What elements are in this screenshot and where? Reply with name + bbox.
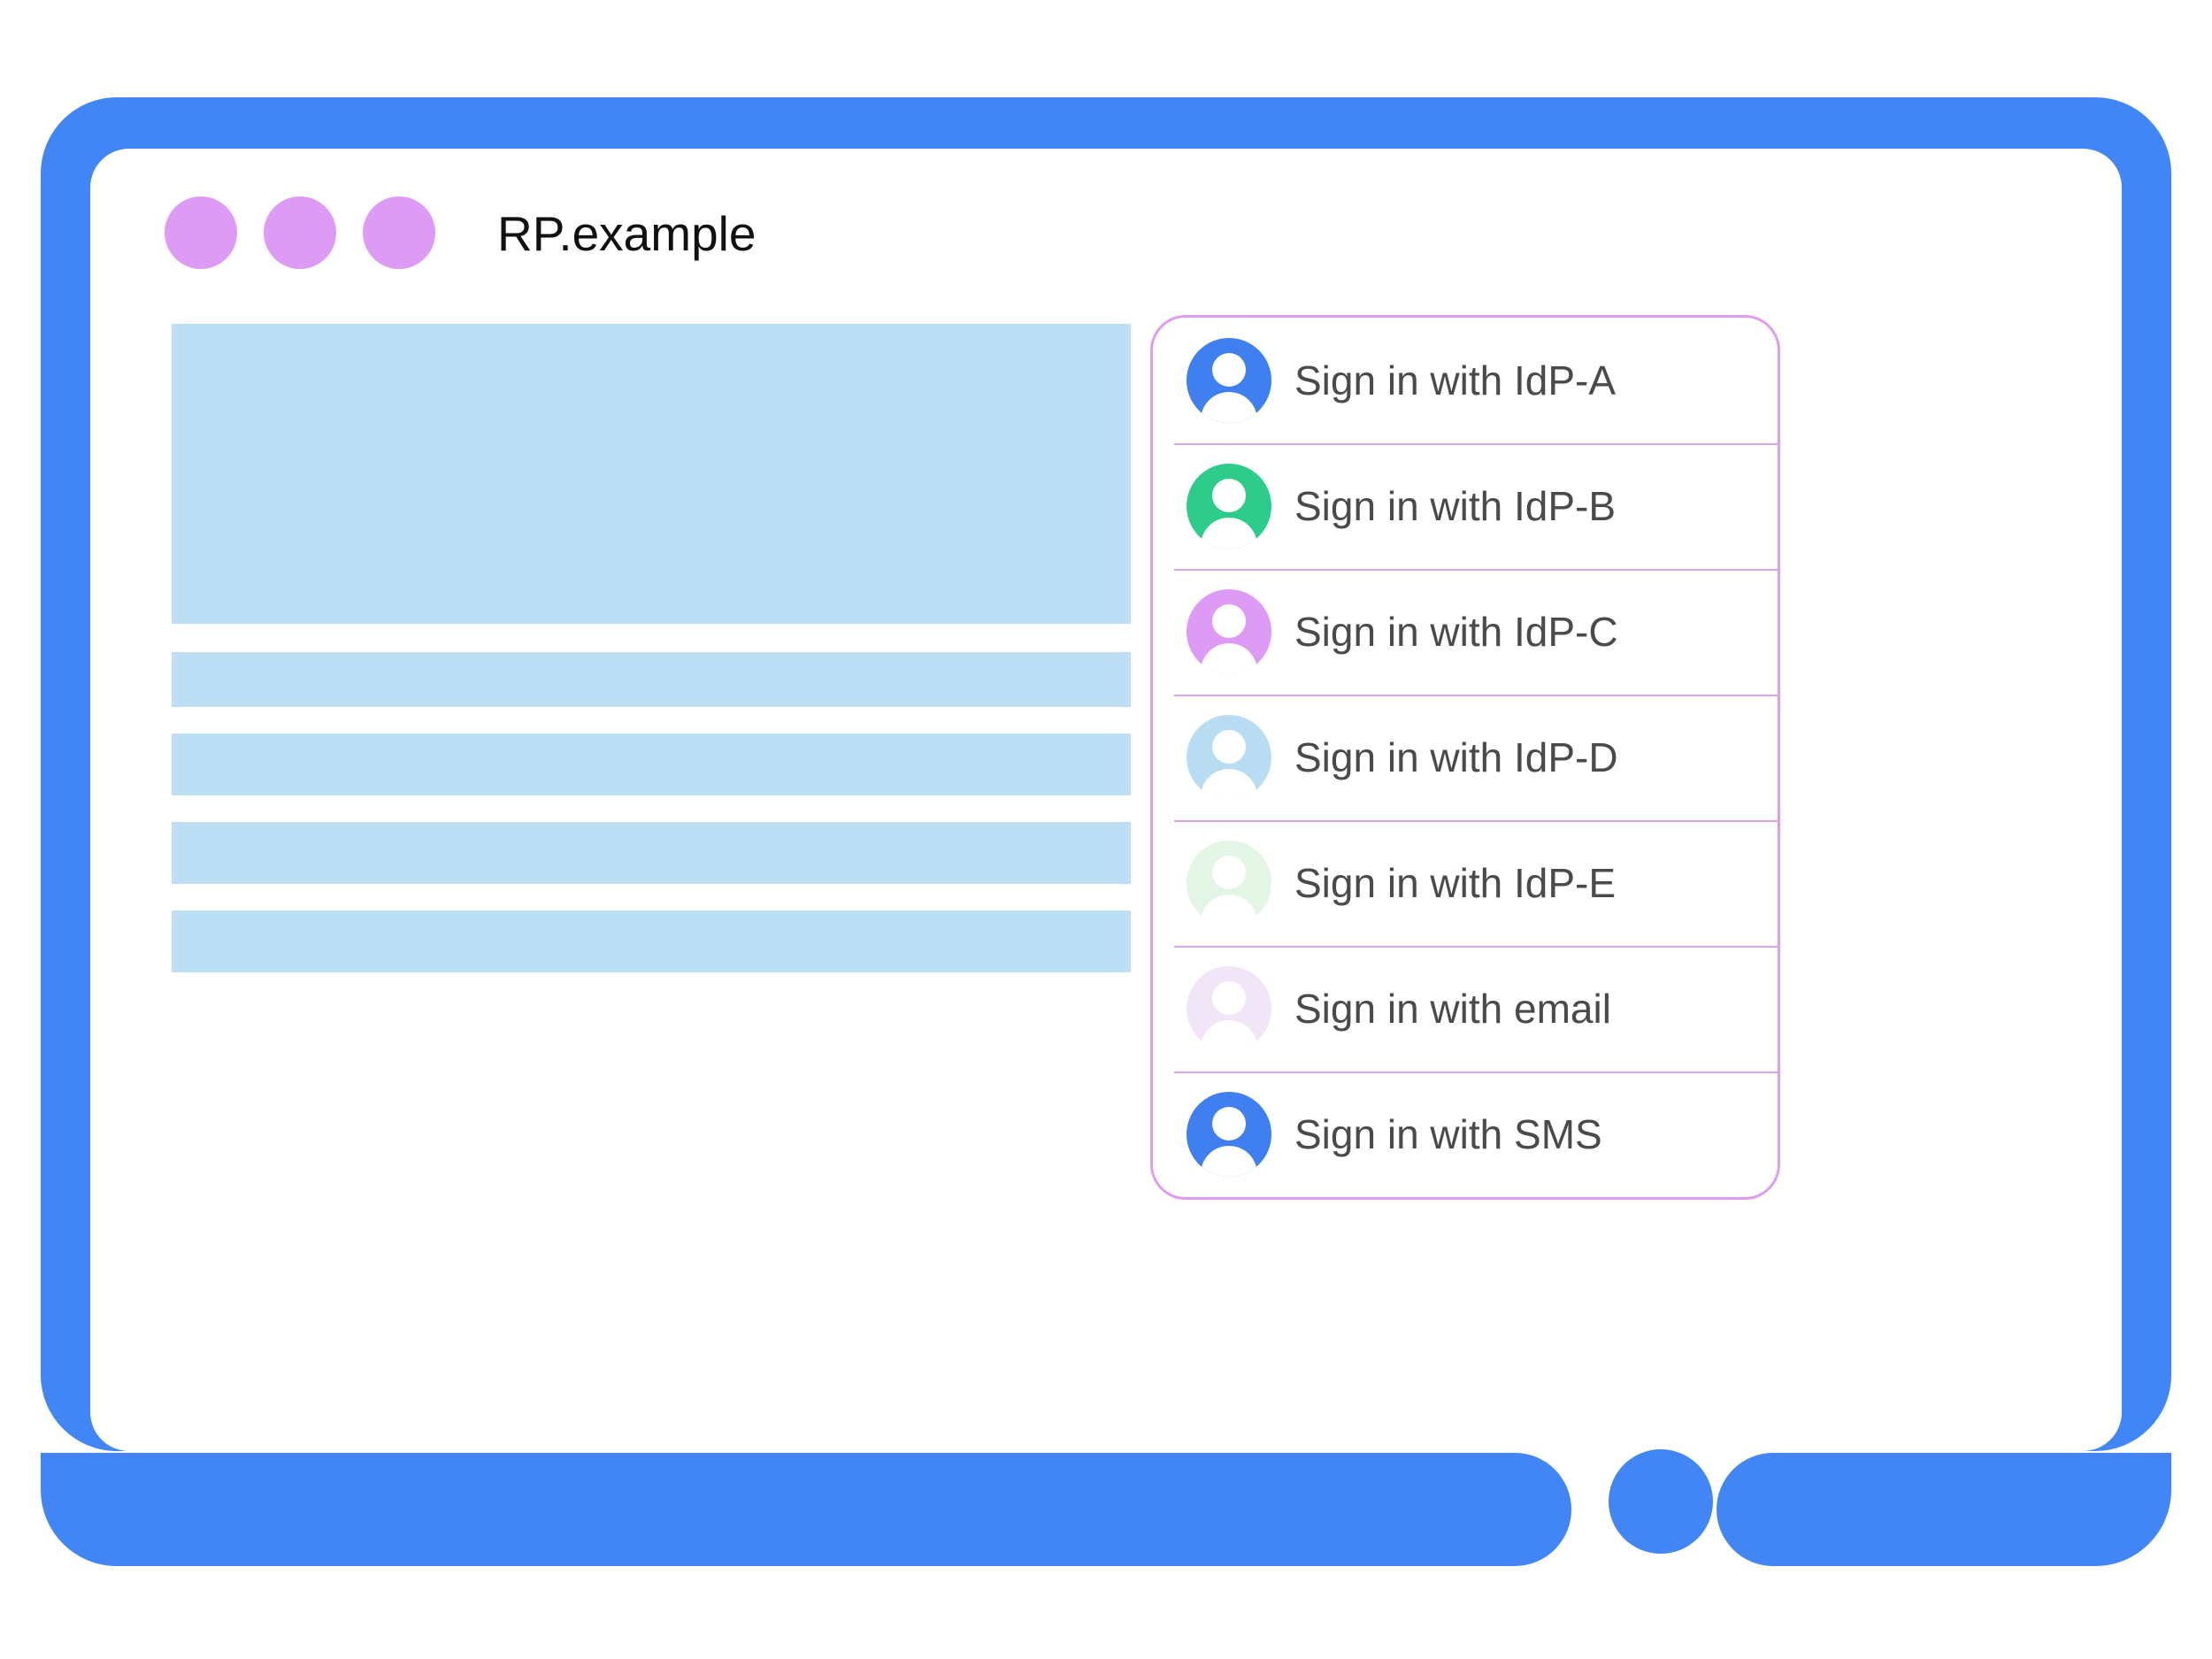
- page-title: RP.example: [497, 206, 757, 261]
- avatar-body: [1201, 518, 1257, 549]
- text-placeholder-3: [172, 822, 1131, 884]
- signin-option-row[interactable]: Sign in with IdP-B: [1153, 443, 1778, 569]
- account-avatar-icon: [1187, 464, 1271, 549]
- account-avatar-icon: [1187, 841, 1271, 926]
- window-dot-maximize-icon[interactable]: [363, 196, 435, 269]
- avatar-head: [1212, 479, 1246, 512]
- signin-option-row[interactable]: Sign in with email: [1153, 946, 1778, 1071]
- signin-chooser-panel: Sign in with IdP-A Sign in with IdP-B Sign…: [1150, 315, 1780, 1200]
- avatar-body: [1201, 1146, 1257, 1177]
- avatar-head: [1212, 604, 1246, 638]
- text-placeholder-1: [172, 652, 1131, 707]
- account-avatar-icon: [1187, 715, 1271, 800]
- signin-option-label: Sign in with email: [1294, 986, 1611, 1032]
- avatar-body: [1201, 895, 1257, 926]
- page-content-placeholders: [172, 324, 1131, 999]
- signin-option-label: Sign in with IdP-D: [1294, 734, 1618, 780]
- signin-option-row[interactable]: Sign in with IdP-D: [1153, 695, 1778, 820]
- signin-option-label: Sign in with IdP-A: [1294, 357, 1617, 403]
- signin-option-label: Sign in with IdP-C: [1294, 609, 1618, 655]
- signin-option-row[interactable]: Sign in with IdP-C: [1153, 569, 1778, 695]
- avatar-head: [1212, 856, 1246, 889]
- avatar-head: [1212, 353, 1246, 387]
- signin-option-row[interactable]: Sign in with IdP-E: [1153, 820, 1778, 946]
- hero-placeholder: [172, 324, 1131, 624]
- text-placeholder-4: [172, 910, 1131, 972]
- account-avatar-icon: [1187, 589, 1271, 674]
- signin-option-row[interactable]: Sign in with IdP-A: [1153, 318, 1778, 443]
- signin-option-label: Sign in with IdP-B: [1294, 483, 1617, 529]
- account-avatar-icon: [1187, 1092, 1271, 1177]
- device-bezel-bottom-left: [41, 1453, 1571, 1566]
- avatar-body: [1201, 1020, 1257, 1051]
- avatar-head: [1212, 730, 1246, 764]
- avatar-body: [1201, 643, 1257, 674]
- window-dot-minimize-icon[interactable]: [264, 196, 336, 269]
- device-home-button[interactable]: [1609, 1449, 1713, 1554]
- window-dot-close-icon[interactable]: [165, 196, 237, 269]
- text-placeholder-2: [172, 733, 1131, 795]
- avatar-head: [1212, 981, 1246, 1015]
- signin-option-label: Sign in with IdP-E: [1294, 860, 1617, 906]
- avatar-body: [1201, 769, 1257, 800]
- account-avatar-icon: [1187, 338, 1271, 423]
- browser-titlebar: RP.example: [90, 149, 2122, 326]
- account-avatar-icon: [1187, 966, 1271, 1051]
- signin-option-row[interactable]: Sign in with SMS: [1153, 1071, 1778, 1197]
- device-bezel-bottom-right: [1717, 1453, 2171, 1566]
- signin-option-label: Sign in with SMS: [1294, 1111, 1602, 1157]
- avatar-head: [1212, 1107, 1246, 1141]
- avatar-body: [1201, 392, 1257, 423]
